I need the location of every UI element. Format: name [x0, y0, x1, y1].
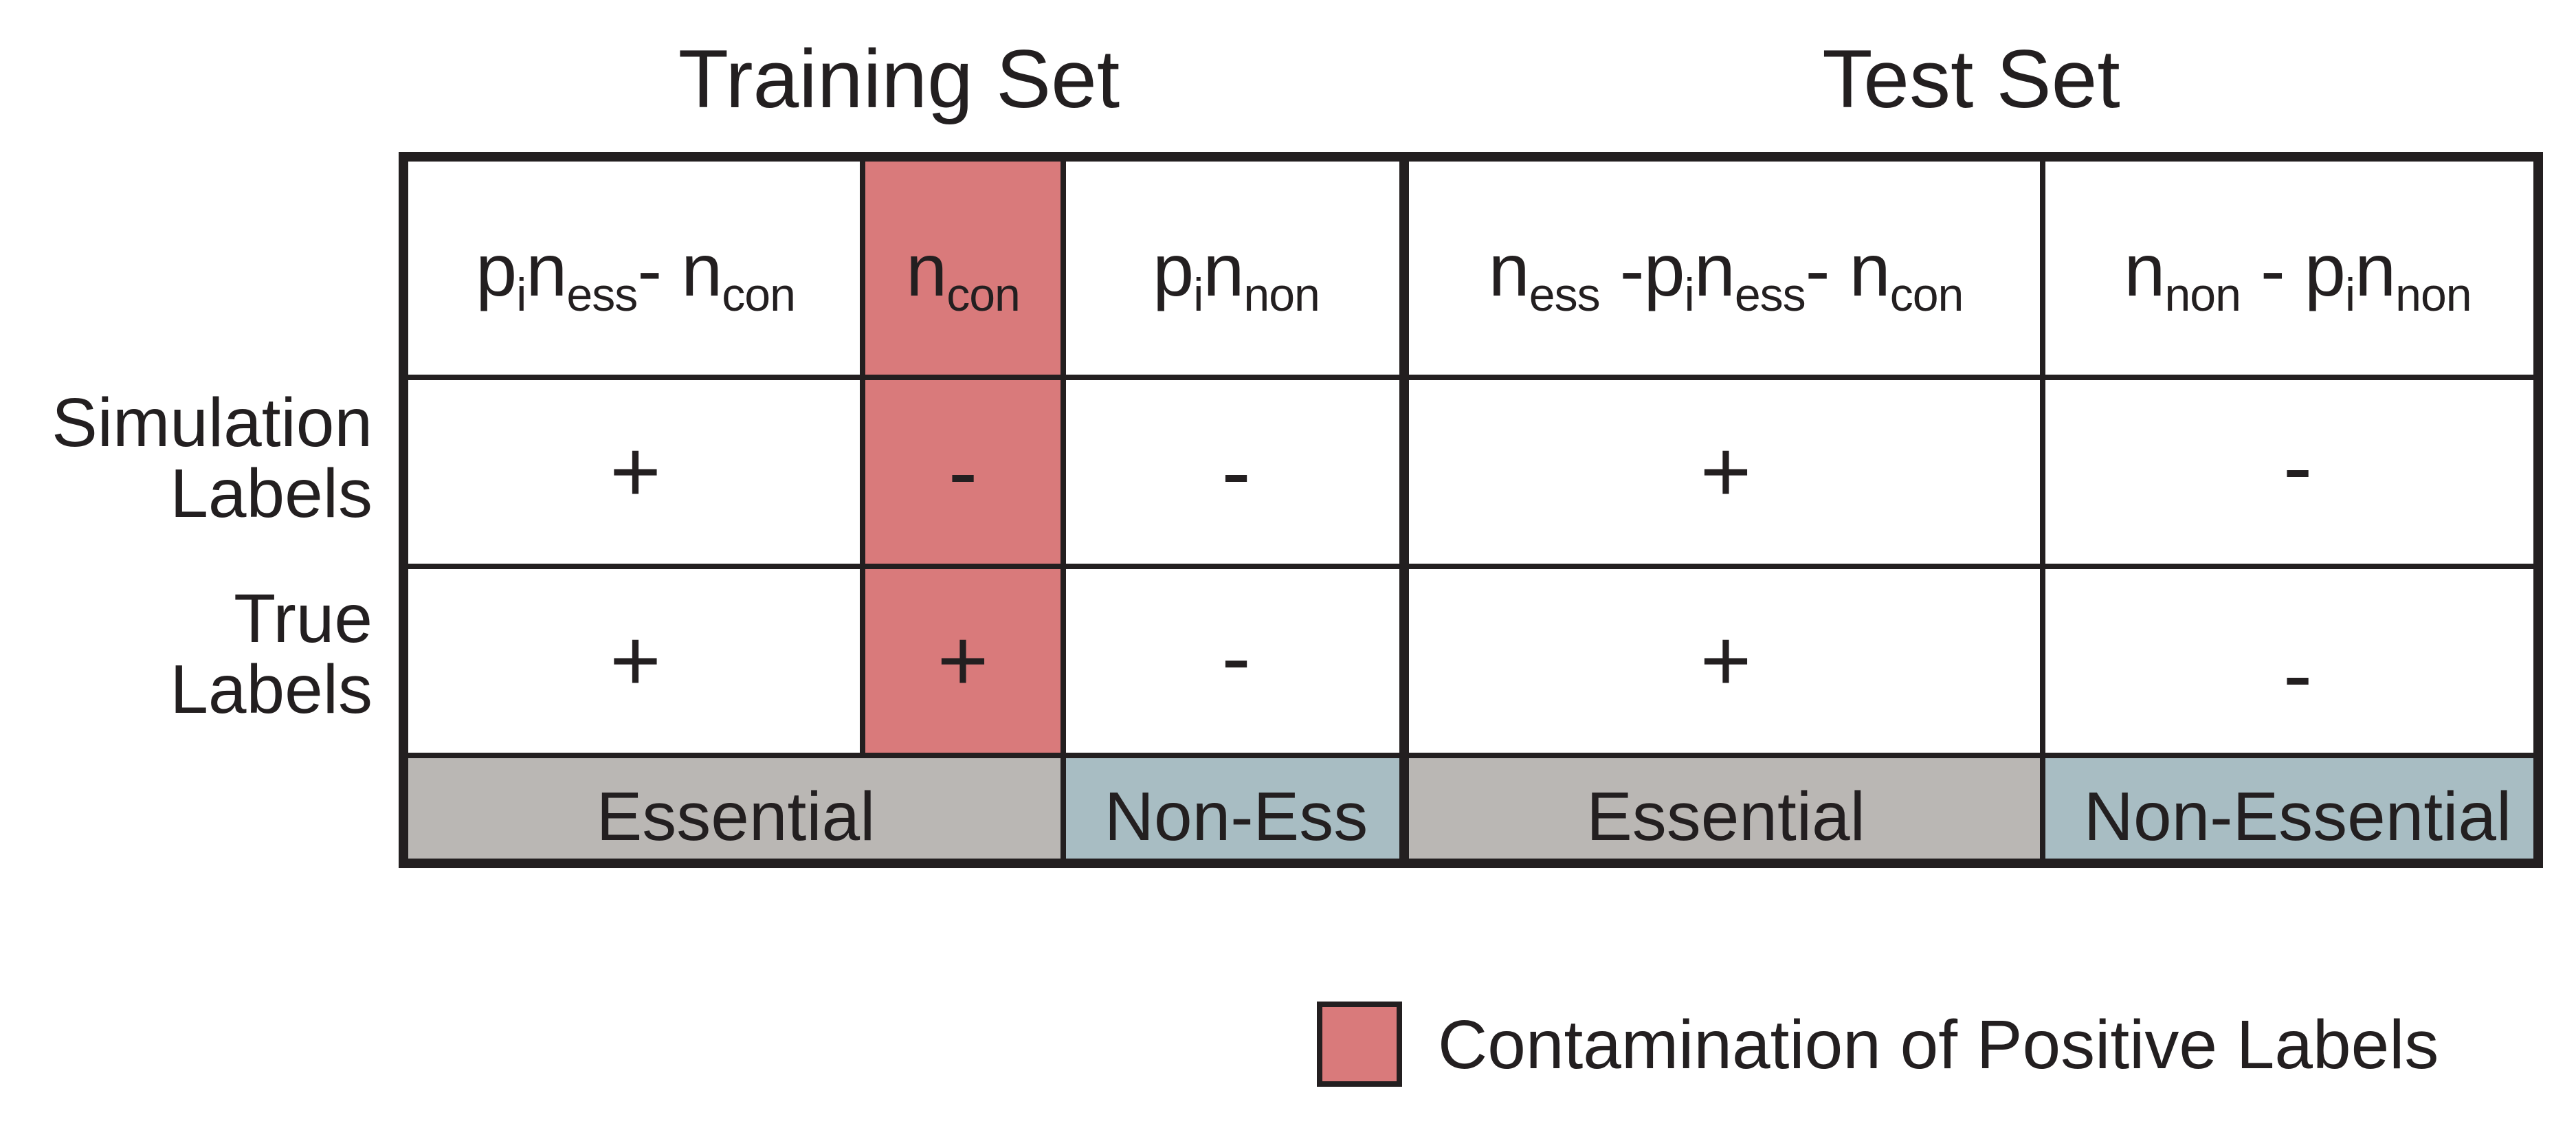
formula-term: -p: [1599, 228, 1685, 311]
legend-contamination-label: Contamination of Positive Labels: [1438, 1006, 2439, 1083]
formula-term: n: [1694, 228, 1735, 311]
formula-subscript: non: [1243, 268, 1320, 321]
formula-term: p: [476, 228, 517, 311]
row-label-simulation-line2: Labels: [170, 455, 373, 532]
legend-contamination-swatch: [1317, 1002, 1402, 1087]
formula-text: nnon - pinnon: [2124, 227, 2472, 318]
formula-subscript: ess: [1529, 268, 1601, 321]
grid-line-header: [408, 375, 2533, 380]
row-label-simulation-line1: Simulation: [52, 384, 373, 461]
test-set-title: Test Set: [1822, 33, 2120, 125]
formula-term: - n: [637, 228, 722, 311]
contamination-column: [863, 162, 1061, 755]
true-sign-test-essential: +: [1700, 612, 1752, 710]
row-label-true: True Labels: [0, 584, 373, 725]
row-label-true-line1: True: [234, 580, 373, 657]
formula-subscript: non: [2395, 268, 2472, 321]
true-sign-train-nonessential: -: [1221, 608, 1251, 707]
grid-line-col2: [1061, 162, 1066, 859]
header-contamination: ncon: [863, 162, 1063, 377]
test-nonessential-band: [2043, 755, 2533, 859]
true-sign-train-essential: +: [610, 612, 661, 710]
formula-text: ness -piness- ncon: [1488, 227, 1964, 318]
test-essential-band: [1409, 755, 2043, 859]
row-label-simulation: Simulation Labels: [0, 388, 373, 529]
grid-line-col1: [860, 162, 865, 755]
formula-term: n: [906, 228, 947, 311]
formula-text: piness- ncon: [476, 227, 796, 318]
sim-sign-test-essential: +: [1700, 423, 1752, 521]
formula-subscript: i: [516, 268, 526, 321]
header-test-nonessential: nnon - pinnon: [2043, 162, 2533, 377]
formula-term: n: [2355, 228, 2396, 311]
formula-text: ncon: [906, 227, 1021, 318]
footer-train-essential: Essential: [596, 777, 876, 855]
row-label-true-line2: Labels: [170, 651, 373, 728]
sim-sign-train-nonessential: -: [1221, 423, 1251, 521]
set-divider: [1399, 162, 1409, 859]
label-table: piness- ncon ncon pinnon ness -piness- n…: [399, 152, 2543, 868]
formula-subscript: con: [1889, 268, 1964, 321]
train-nonessential-band: [1063, 755, 1409, 859]
sim-sign-test-nonessential: -: [2283, 417, 2313, 516]
formula-term: n: [1488, 228, 1530, 311]
formula-subscript: non: [2164, 268, 2241, 321]
formula-subscript: con: [946, 268, 1021, 321]
header-test-essential: ness -piness- ncon: [1409, 162, 2043, 377]
formula-subscript: ess: [1734, 268, 1806, 321]
formula-term: n: [2124, 228, 2165, 311]
header-train-nonessential: pinnon: [1063, 162, 1409, 377]
sim-sign-contamination: -: [948, 423, 978, 521]
formula-subscript: ess: [566, 268, 638, 321]
true-sign-test-nonessential: -: [2283, 626, 2313, 724]
formula-term: n: [1203, 228, 1244, 311]
footer-test-essential: Essential: [1586, 777, 1865, 855]
formula-term: - p: [2240, 228, 2346, 311]
formula-text: pinnon: [1153, 227, 1320, 318]
formula-subscript: i: [1684, 268, 1695, 321]
formula-subscript: i: [2344, 268, 2355, 321]
footer-test-nonessential: Non-Essential: [2083, 777, 2512, 855]
formula-subscript: con: [722, 268, 796, 321]
formula-term: n: [526, 228, 567, 311]
grid-line-col4: [2040, 162, 2045, 859]
grid-line-true: [408, 753, 2533, 758]
train-essential-band: [408, 755, 1063, 859]
sim-sign-train-essential: +: [610, 423, 661, 521]
training-set-title: Training Set: [678, 33, 1120, 125]
grid-line-simulation: [408, 564, 2533, 569]
footer-train-nonessential: Non-Ess: [1104, 777, 1368, 855]
header-train-essential-positive: piness- ncon: [408, 162, 863, 377]
formula-term: p: [1153, 228, 1194, 311]
true-sign-contamination: +: [937, 612, 989, 710]
formula-term: - n: [1805, 228, 1891, 311]
formula-subscript: i: [1193, 268, 1203, 321]
